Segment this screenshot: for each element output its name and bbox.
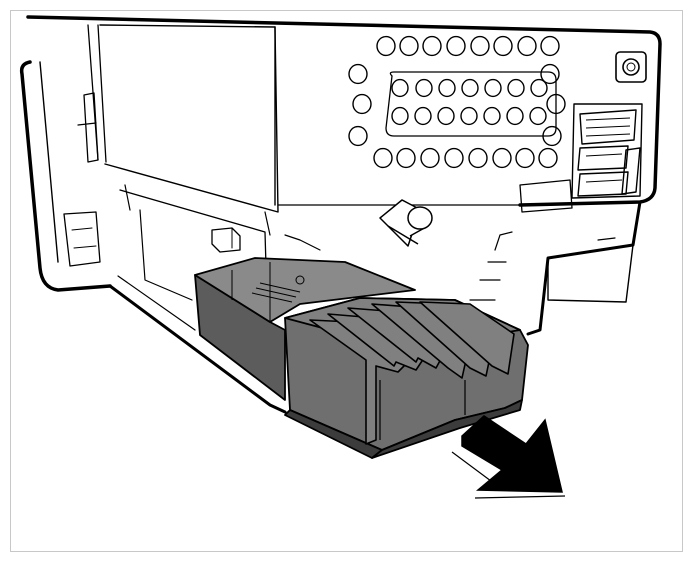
chassis-right-edge (526, 200, 642, 336)
vent-hole (348, 63, 368, 85)
vent-hole (399, 35, 419, 57)
io-shield (571, 103, 643, 199)
vent-hole (540, 63, 560, 85)
vent-hole (376, 35, 396, 57)
vent-hole (538, 147, 558, 169)
vent-hole (540, 35, 560, 57)
removable-module (194, 257, 529, 459)
vent-hole (396, 147, 416, 169)
vent-hole (414, 106, 432, 126)
vent-hole (468, 147, 488, 169)
vent-hole (507, 78, 525, 98)
vent-hole (484, 78, 502, 98)
drive-cage (99, 24, 279, 213)
vent-hole (444, 147, 464, 169)
vent-region-outline (385, 71, 557, 137)
round-connector-housing (615, 51, 647, 83)
handle-ribs (309, 301, 515, 445)
vent-hole (461, 78, 479, 98)
round-connector (622, 58, 640, 76)
vent-hole (437, 106, 455, 126)
vent-hole (446, 35, 466, 57)
vent-hole (460, 106, 478, 126)
vent-hole (515, 147, 535, 169)
vent-hole (529, 106, 547, 126)
chassis-left-flange (19, 60, 112, 292)
vent-hole (530, 78, 548, 98)
vent-hole (373, 147, 393, 169)
port-lower (577, 171, 629, 197)
vent-hole (483, 106, 501, 126)
chassis-bottom-edge (108, 284, 287, 414)
vent-hole (506, 106, 524, 126)
module-screw-hole (295, 275, 305, 285)
vent-hole (422, 35, 442, 57)
chassis-panel (19, 15, 662, 414)
vent-hole (517, 35, 537, 57)
chassis-top-edge (26, 15, 662, 207)
screw-icon (379, 199, 433, 247)
figure-frame (10, 10, 683, 552)
port-upper (579, 109, 637, 145)
vent-hole (348, 125, 368, 147)
vent-hole (493, 35, 513, 57)
port-side-slot (621, 147, 641, 195)
vent-hole (352, 93, 372, 115)
vent-hole (492, 147, 512, 169)
io-ports (571, 51, 647, 199)
vent-hole (438, 78, 456, 98)
chassis-cutout-inner (547, 244, 634, 303)
vent-holes (348, 35, 566, 169)
chassis-left-inner (39, 61, 59, 263)
vent-hole (391, 78, 409, 98)
vent-hole (420, 147, 440, 169)
vent-hole (470, 35, 490, 57)
vent-hole (415, 78, 433, 98)
port-middle (577, 145, 629, 171)
vent-hole (391, 106, 409, 126)
direction-arrow-icon (451, 415, 566, 499)
latch-tab (211, 227, 241, 253)
